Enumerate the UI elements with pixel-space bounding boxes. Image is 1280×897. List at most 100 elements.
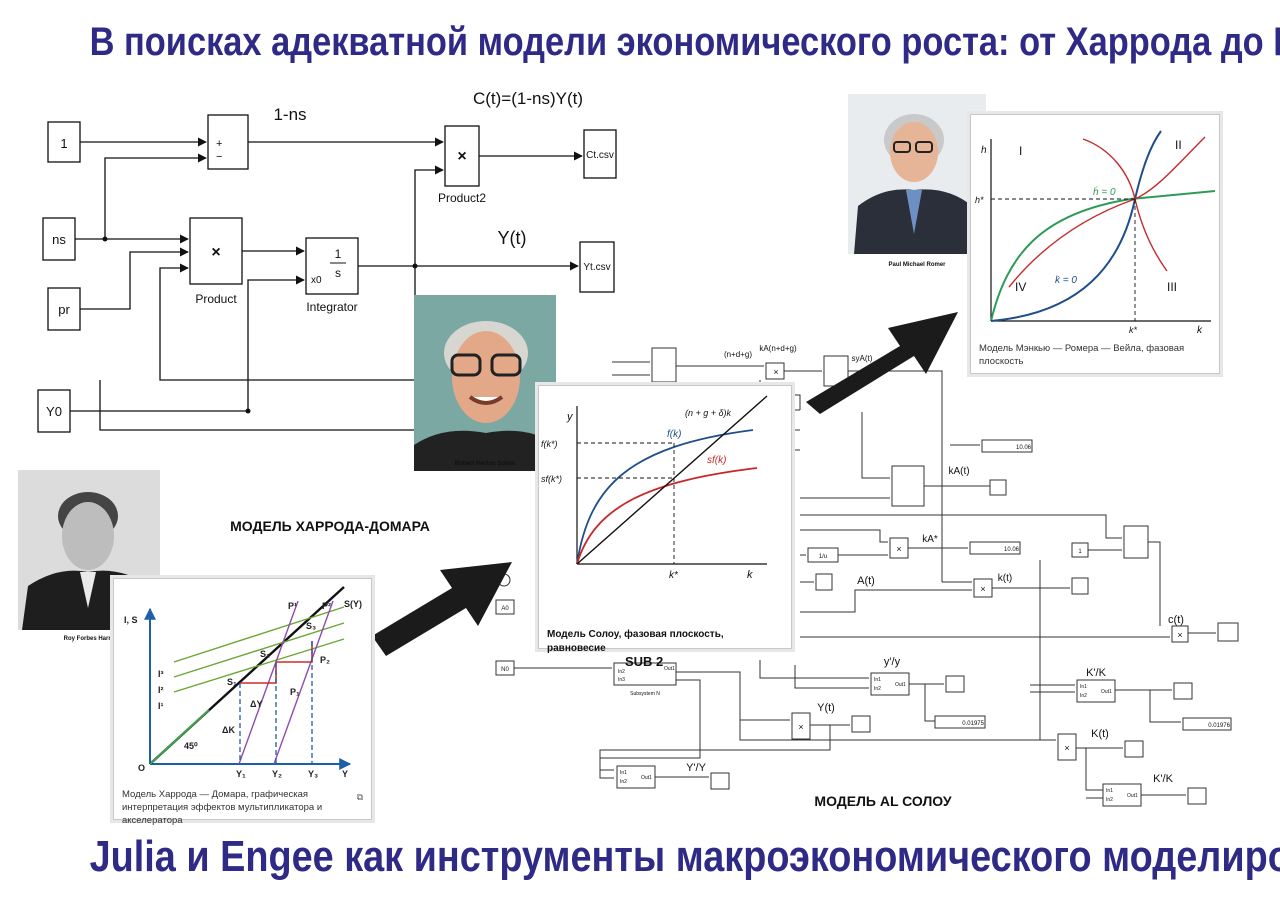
- al-subsystem-out1: Out1: [664, 666, 675, 672]
- integrator-denominator: s: [335, 266, 341, 280]
- al-scope-YY[interactable]: [710, 772, 730, 790]
- harrod-I1-label: I¹: [158, 701, 164, 711]
- al-one-over-u-label: 1/u: [819, 554, 827, 560]
- al-constant-N0-label: N0: [501, 667, 509, 673]
- al-display-kA: [981, 439, 1033, 453]
- solow-depreciation-line: [576, 395, 768, 565]
- al-constant-A0[interactable]: [495, 599, 515, 615]
- solow-k-label: k: [747, 569, 753, 581]
- romer-quadrant-III: III: [1167, 280, 1177, 294]
- harrod-P1-top-label: P¹: [288, 601, 297, 611]
- romer-saddle-path-3: [1082, 138, 1136, 200]
- al-multiply-c-symbol: ×: [1177, 630, 1182, 640]
- harrod-chart: I, S Y O I¹ I² I³ S₁ S₂ S₃ P₁ P₂ P¹ P² S…: [124, 586, 362, 779]
- harrod-S2-label: S₂: [260, 649, 270, 659]
- solow-fk-curve: [576, 429, 754, 565]
- al-display-kA-value: 10.06: [1016, 445, 1032, 451]
- al-display-yy: [934, 715, 986, 729]
- solow-chart: y k k* f(k) sf(k) f(k*) sf(k*) (n + g + …: [541, 395, 768, 581]
- al-KK2-in2: In2: [1106, 797, 1113, 803]
- al-YY-in1: In1: [620, 770, 627, 776]
- romer-saddle-path-1: [1008, 198, 1136, 288]
- al-multiply-kA-symbol: ×: [773, 367, 778, 377]
- al-multiply-k-symbol: ×: [980, 584, 985, 594]
- solow-sfk-label: sf(k): [707, 455, 726, 466]
- al-display-yy-value: 0.01975: [962, 721, 984, 727]
- solow-line-label: (n + g + δ)k: [685, 408, 732, 418]
- al-constant-1-label: 1: [1078, 549, 1082, 555]
- solow-y-label: y: [566, 411, 574, 423]
- product2-symbol: ×: [457, 148, 466, 165]
- al-scope-kA[interactable]: [989, 479, 1007, 496]
- al-scope-c[interactable]: [1217, 622, 1239, 642]
- al-KK2-in1: In1: [1106, 788, 1113, 794]
- al-multiply-Y[interactable]: [791, 712, 811, 740]
- expand-icon[interactable]: ⧉: [356, 792, 363, 802]
- romer-quadrant-IV: IV: [1015, 280, 1026, 294]
- romer-quadrant-I: I: [1019, 144, 1022, 158]
- solow-portrait-icon: [414, 295, 556, 471]
- solow-sfkstar-label: sf(k*): [541, 474, 562, 484]
- al-constant-A0-label: A0: [501, 606, 509, 612]
- al-subsystem-n[interactable]: [613, 662, 677, 686]
- yt-csv-label: Yt.csv: [583, 262, 610, 273]
- al-scope-KK2[interactable]: [1187, 787, 1207, 805]
- solow-chart-card: y k k* f(k) sf(k) f(k*) sf(k*) (n + g + …: [538, 385, 792, 654]
- harrod-I2-label: I²: [158, 685, 164, 695]
- harrod-model-title: МОДЕЛЬ ХАРРОДА-ДОМАРА: [230, 518, 430, 534]
- harrod-S3-label: S₃: [306, 621, 316, 631]
- al-label-kA: kA(t): [948, 466, 969, 477]
- harrod-S1-label: S₁: [227, 677, 237, 687]
- yt-csv-block[interactable]: [579, 241, 615, 293]
- al-scope-yy[interactable]: [945, 675, 965, 693]
- al-label-kA-ndg: kA(n+d+g): [759, 344, 797, 353]
- constant-1-label: 1: [60, 136, 67, 151]
- ct-csv-block[interactable]: [583, 129, 617, 179]
- harrod-P2-line: [273, 600, 334, 765]
- sum-minus-sign: −: [216, 151, 222, 163]
- al-multiply-K[interactable]: [1057, 733, 1077, 761]
- romer-saddle-path-2: [1134, 136, 1206, 200]
- harrod-I2-line: [173, 622, 345, 678]
- one-minus-ns-label: 1-ns: [273, 105, 306, 124]
- al-multiply-Y-symbol: ×: [798, 722, 803, 732]
- al-label-c: c(t): [1168, 614, 1184, 626]
- al-derivative-subsystem-K[interactable]: [1076, 679, 1116, 703]
- romer-kstar-label: k*: [1129, 325, 1138, 335]
- constant-y0-label: Y0: [46, 404, 62, 419]
- al-label-YY: Y'/Y: [686, 762, 706, 774]
- solow-fkstar-label: f(k*): [541, 439, 558, 449]
- al-scope-k[interactable]: [1071, 577, 1089, 595]
- al-sum-block-top[interactable]: [651, 347, 677, 383]
- romer-kdot-curve: [990, 130, 1162, 322]
- harrod-P2-label: P₂: [320, 655, 330, 665]
- al-label-KK2: K'/K: [1153, 773, 1173, 785]
- al-scope-Y[interactable]: [851, 715, 871, 733]
- al-KK-out1: Out1: [1101, 689, 1112, 695]
- harrod-I3-label: I³: [158, 669, 164, 679]
- al-scope-K[interactable]: [1124, 740, 1144, 758]
- romer-chart-caption: Модель Мэнкью — Ромера — Вейла, фазовая …: [979, 343, 1185, 367]
- al-yy-in2: In2: [874, 686, 881, 692]
- harrod-I1-line: [173, 638, 345, 693]
- harrod-P2-top-label: P²: [322, 601, 331, 611]
- romer-k-label: k: [1197, 325, 1203, 336]
- big-arrow-right: [806, 312, 958, 414]
- solow-caption: Robert Merton Solow: [454, 461, 516, 467]
- solow-sfk-curve: [576, 467, 758, 565]
- harrod-x-label: Y: [342, 769, 348, 779]
- constant-pr-label: pr: [58, 302, 70, 317]
- al-label-syA: syA(t): [852, 354, 873, 363]
- al-multiply-c[interactable]: [1171, 625, 1189, 643]
- poster-title-bottom: Julia и Engee как инструменты макроэконо…: [89, 832, 1280, 881]
- al-scope-KK[interactable]: [1173, 682, 1193, 700]
- romer-chart-card: h k h* k* ḣ = 0 k̇ = 0 I II III IV Модел…: [970, 114, 1220, 374]
- harrod-dY-label: ΔY: [250, 699, 262, 709]
- integrator-x0: x0: [311, 275, 322, 286]
- harrod-y-label: I, S: [124, 615, 138, 625]
- harrod-P1-label: P₁: [290, 687, 300, 697]
- al-scope-A[interactable]: [815, 573, 833, 591]
- al-subsystem-in2: In2: [618, 669, 625, 675]
